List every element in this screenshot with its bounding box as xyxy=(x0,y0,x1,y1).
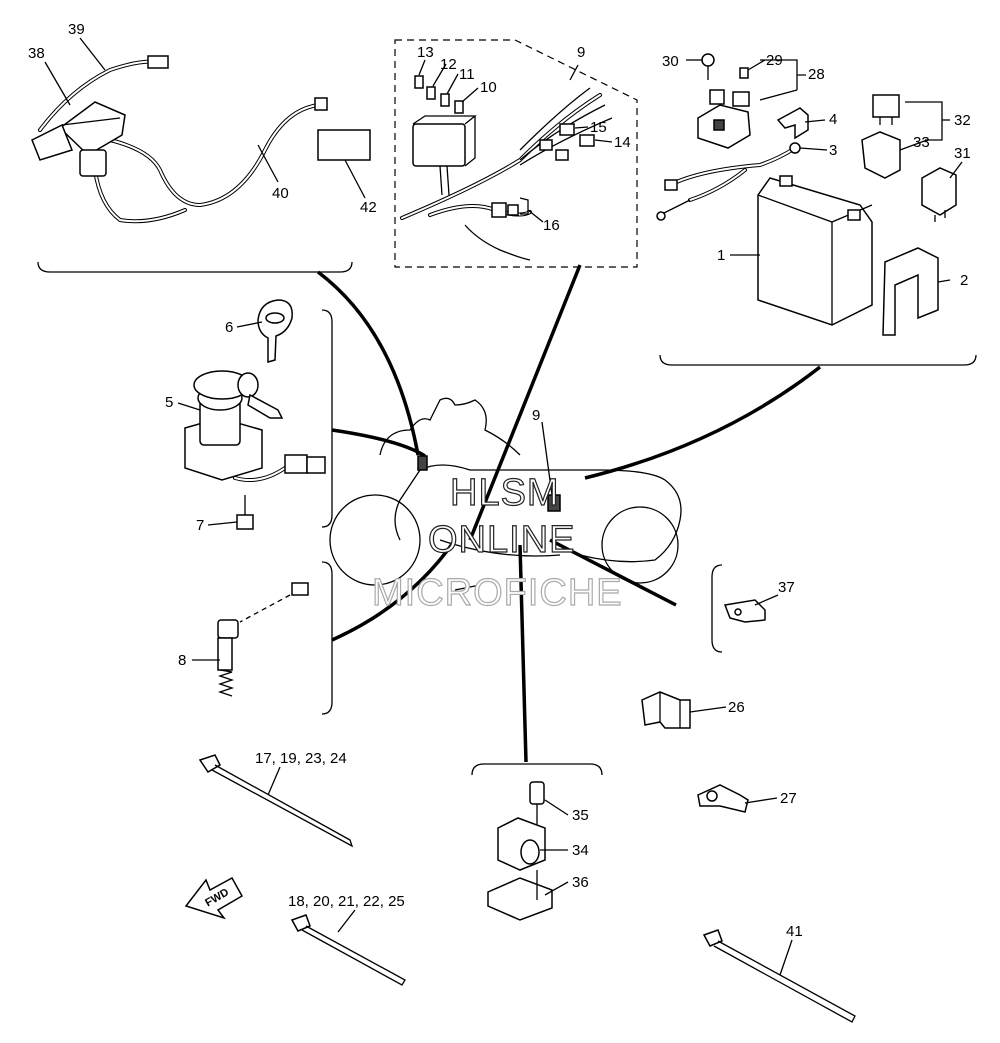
label-38: 38 xyxy=(28,45,45,62)
leader-lines xyxy=(44,37,963,976)
label-27: 27 xyxy=(780,790,797,807)
label-29: 29 xyxy=(766,52,783,69)
watermark-line3: MICROFICHE xyxy=(372,572,623,614)
label-6: 6 xyxy=(225,319,233,336)
cable-ties xyxy=(198,754,856,1023)
label-30: 30 xyxy=(662,53,679,70)
label-12: 12 xyxy=(440,56,457,73)
label-5: 5 xyxy=(165,394,173,411)
fuse-box-group xyxy=(394,39,638,268)
label-28: 28 xyxy=(808,66,825,83)
label-42: 42 xyxy=(360,199,377,216)
label-32: 32 xyxy=(954,112,971,129)
label-15: 15 xyxy=(590,119,607,136)
fwd-arrow: FWD xyxy=(184,876,244,920)
label-37: 37 xyxy=(778,579,795,596)
watermark-line1: HLSM xyxy=(450,472,560,514)
watermark-line2: ONLINE xyxy=(428,519,575,561)
label-14: 14 xyxy=(614,134,631,151)
motorcycle-outline xyxy=(329,397,682,591)
label-9-fuse-box: 9 xyxy=(577,44,585,61)
label-8: 8 xyxy=(178,652,186,669)
label-34: 34 xyxy=(572,842,589,859)
main-switch-group xyxy=(184,299,326,530)
group-brackets xyxy=(37,261,977,776)
sensor-group xyxy=(487,781,553,921)
label-26: 26 xyxy=(728,699,745,716)
label-17-19-23-24: 17, 19, 23, 24 xyxy=(255,750,347,767)
label-9-bike: 9 xyxy=(532,407,540,424)
label-1: 1 xyxy=(717,247,725,264)
label-2: 2 xyxy=(960,272,968,289)
label-31: 31 xyxy=(954,145,971,162)
battery-group xyxy=(656,53,957,336)
label-10: 10 xyxy=(480,79,497,96)
label-41: 41 xyxy=(786,923,803,940)
label-35: 35 xyxy=(572,807,589,824)
watermark: HLSM ONLINE MICROFICHE xyxy=(371,471,623,614)
label-13: 13 xyxy=(417,44,434,61)
label-18-20-21-22-25: 18, 20, 21, 22, 25 xyxy=(288,893,405,910)
clamps xyxy=(641,599,766,813)
wire-harness-group xyxy=(31,55,371,224)
label-11: 11 xyxy=(459,66,475,83)
label-40: 40 xyxy=(272,185,289,202)
callout-labels: 1 2 3 4 5 6 7 8 9 9 10 11 12 13 14 15 16… xyxy=(28,21,971,940)
label-39: 39 xyxy=(68,21,85,38)
label-4: 4 xyxy=(829,111,837,128)
label-33: 33 xyxy=(913,134,930,151)
label-7: 7 xyxy=(196,517,204,534)
label-36: 36 xyxy=(572,874,589,891)
neutral-switch-group xyxy=(217,582,309,697)
label-16: 16 xyxy=(543,217,560,234)
label-3: 3 xyxy=(829,142,837,159)
